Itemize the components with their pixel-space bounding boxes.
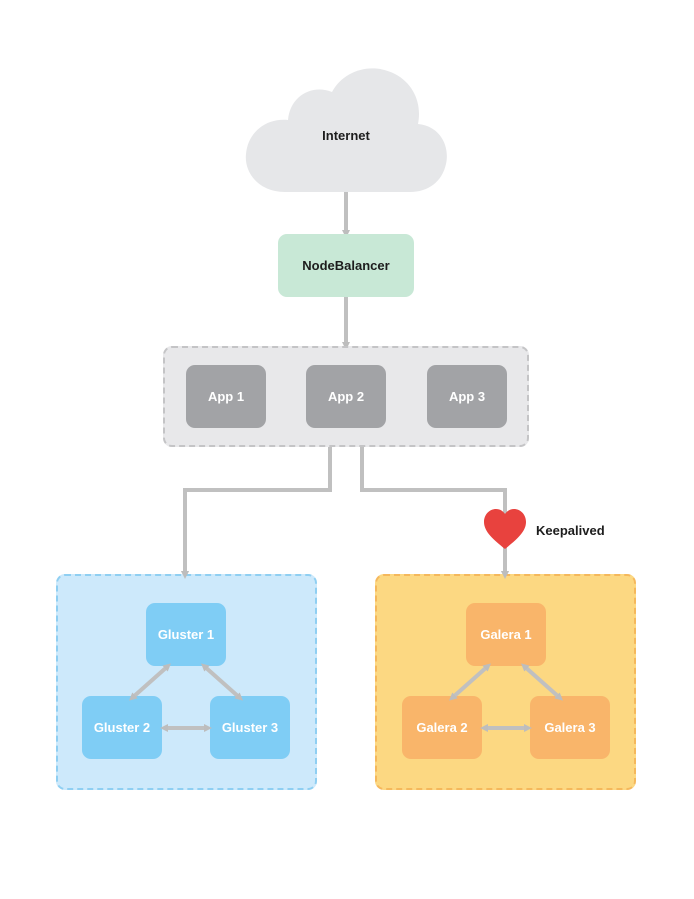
- internet-label: Internet: [322, 128, 370, 143]
- cloud-shape: [245, 68, 447, 192]
- galera2-node: Galera 2: [402, 696, 482, 759]
- galera1-node: Galera 1: [466, 603, 546, 666]
- app2-node: App 2: [306, 365, 386, 428]
- app3-label: App 3: [448, 389, 486, 404]
- keepalived-label: Keepalived: [536, 523, 605, 538]
- gluster1-label: Gluster 1: [157, 627, 215, 642]
- app2-label: App 2: [327, 389, 365, 404]
- gluster3-label: Gluster 3: [221, 720, 279, 735]
- gluster1-node: Gluster 1: [146, 603, 226, 666]
- internet-cloud: [245, 68, 447, 192]
- galera1-label: Galera 1: [480, 627, 532, 642]
- nodebalancer-label: NodeBalancer: [302, 258, 390, 273]
- app1-label: App 1: [207, 389, 245, 404]
- galera3-node: Galera 3: [530, 696, 610, 759]
- gluster3-node: Gluster 3: [210, 696, 290, 759]
- app1-node: App 1: [186, 365, 266, 428]
- nodebalancer-node: NodeBalancer: [278, 234, 414, 297]
- connector-apps-gluster: [181, 447, 332, 579]
- galera3-label: Galera 3: [544, 720, 596, 735]
- connector-apps-galera: [360, 447, 509, 579]
- gluster2-node: Gluster 2: [82, 696, 162, 759]
- galera2-label: Galera 2: [416, 720, 468, 735]
- app3-node: App 3: [427, 365, 507, 428]
- gluster2-label: Gluster 2: [93, 720, 151, 735]
- heart-icon: [484, 509, 526, 549]
